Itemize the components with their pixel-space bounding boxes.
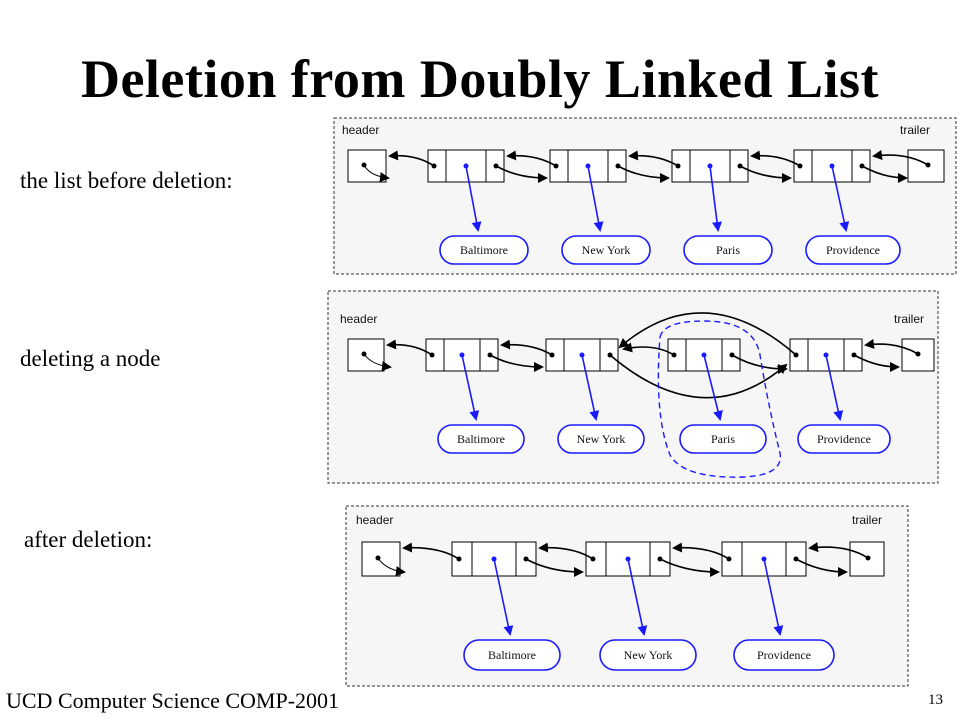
svg-text:Paris: Paris xyxy=(716,243,740,257)
caption-deleting: deleting a node xyxy=(20,346,161,371)
svg-text:Providence: Providence xyxy=(757,648,811,662)
svg-text:Baltimore: Baltimore xyxy=(488,648,536,662)
slide-title: Deletion from Doubly Linked List xyxy=(80,49,880,109)
trailer-label: trailer xyxy=(894,312,924,326)
removed-node-outline xyxy=(657,320,782,478)
element-baltimore: Baltimore xyxy=(463,639,561,671)
list-node xyxy=(545,338,619,372)
svg-text:Paris: Paris xyxy=(711,432,735,446)
header-label: header xyxy=(356,513,393,527)
list-node xyxy=(451,541,537,577)
trailer-node xyxy=(849,541,885,577)
header-label: header xyxy=(340,312,377,326)
element-providence: Providence xyxy=(797,424,891,454)
course-footer: UCD Computer Science COMP-2001 xyxy=(6,688,340,713)
trailer-label: trailer xyxy=(900,123,930,137)
page-number: 13 xyxy=(928,692,943,708)
element-paris: Paris xyxy=(679,424,767,454)
list-node xyxy=(425,338,499,372)
element-new-york: New York xyxy=(599,639,697,671)
element-providence: Providence xyxy=(805,235,901,265)
header-label: header xyxy=(342,123,379,137)
svg-text:Baltimore: Baltimore xyxy=(457,432,505,446)
svg-text:Providence: Providence xyxy=(817,432,871,446)
element-new-york: New York xyxy=(557,424,645,454)
list-after-diagram: header trailer xyxy=(318,496,914,692)
list-deleting-diagram: header trailer xyxy=(324,285,944,490)
element-new-york: New York xyxy=(561,235,651,265)
element-providence: Providence xyxy=(733,639,835,671)
caption-after: after deletion: xyxy=(24,527,153,552)
caption-before: the list before deletion: xyxy=(20,168,233,193)
panel-frame xyxy=(327,290,939,484)
svg-text:New York: New York xyxy=(577,432,626,446)
svg-text:New York: New York xyxy=(582,243,631,257)
header-node xyxy=(347,149,387,183)
svg-text:Baltimore: Baltimore xyxy=(460,243,508,257)
trailer-label: trailer xyxy=(852,513,882,527)
list-before-diagram: header trailer xyxy=(330,112,960,280)
svg-text:New York: New York xyxy=(624,648,673,662)
list-node xyxy=(789,338,863,372)
header-node xyxy=(361,541,401,577)
element-baltimore: Baltimore xyxy=(439,235,529,265)
element-paris: Paris xyxy=(683,235,773,265)
element-baltimore: Baltimore xyxy=(437,424,525,454)
list-node xyxy=(549,149,627,183)
svg-text:Providence: Providence xyxy=(826,243,880,257)
